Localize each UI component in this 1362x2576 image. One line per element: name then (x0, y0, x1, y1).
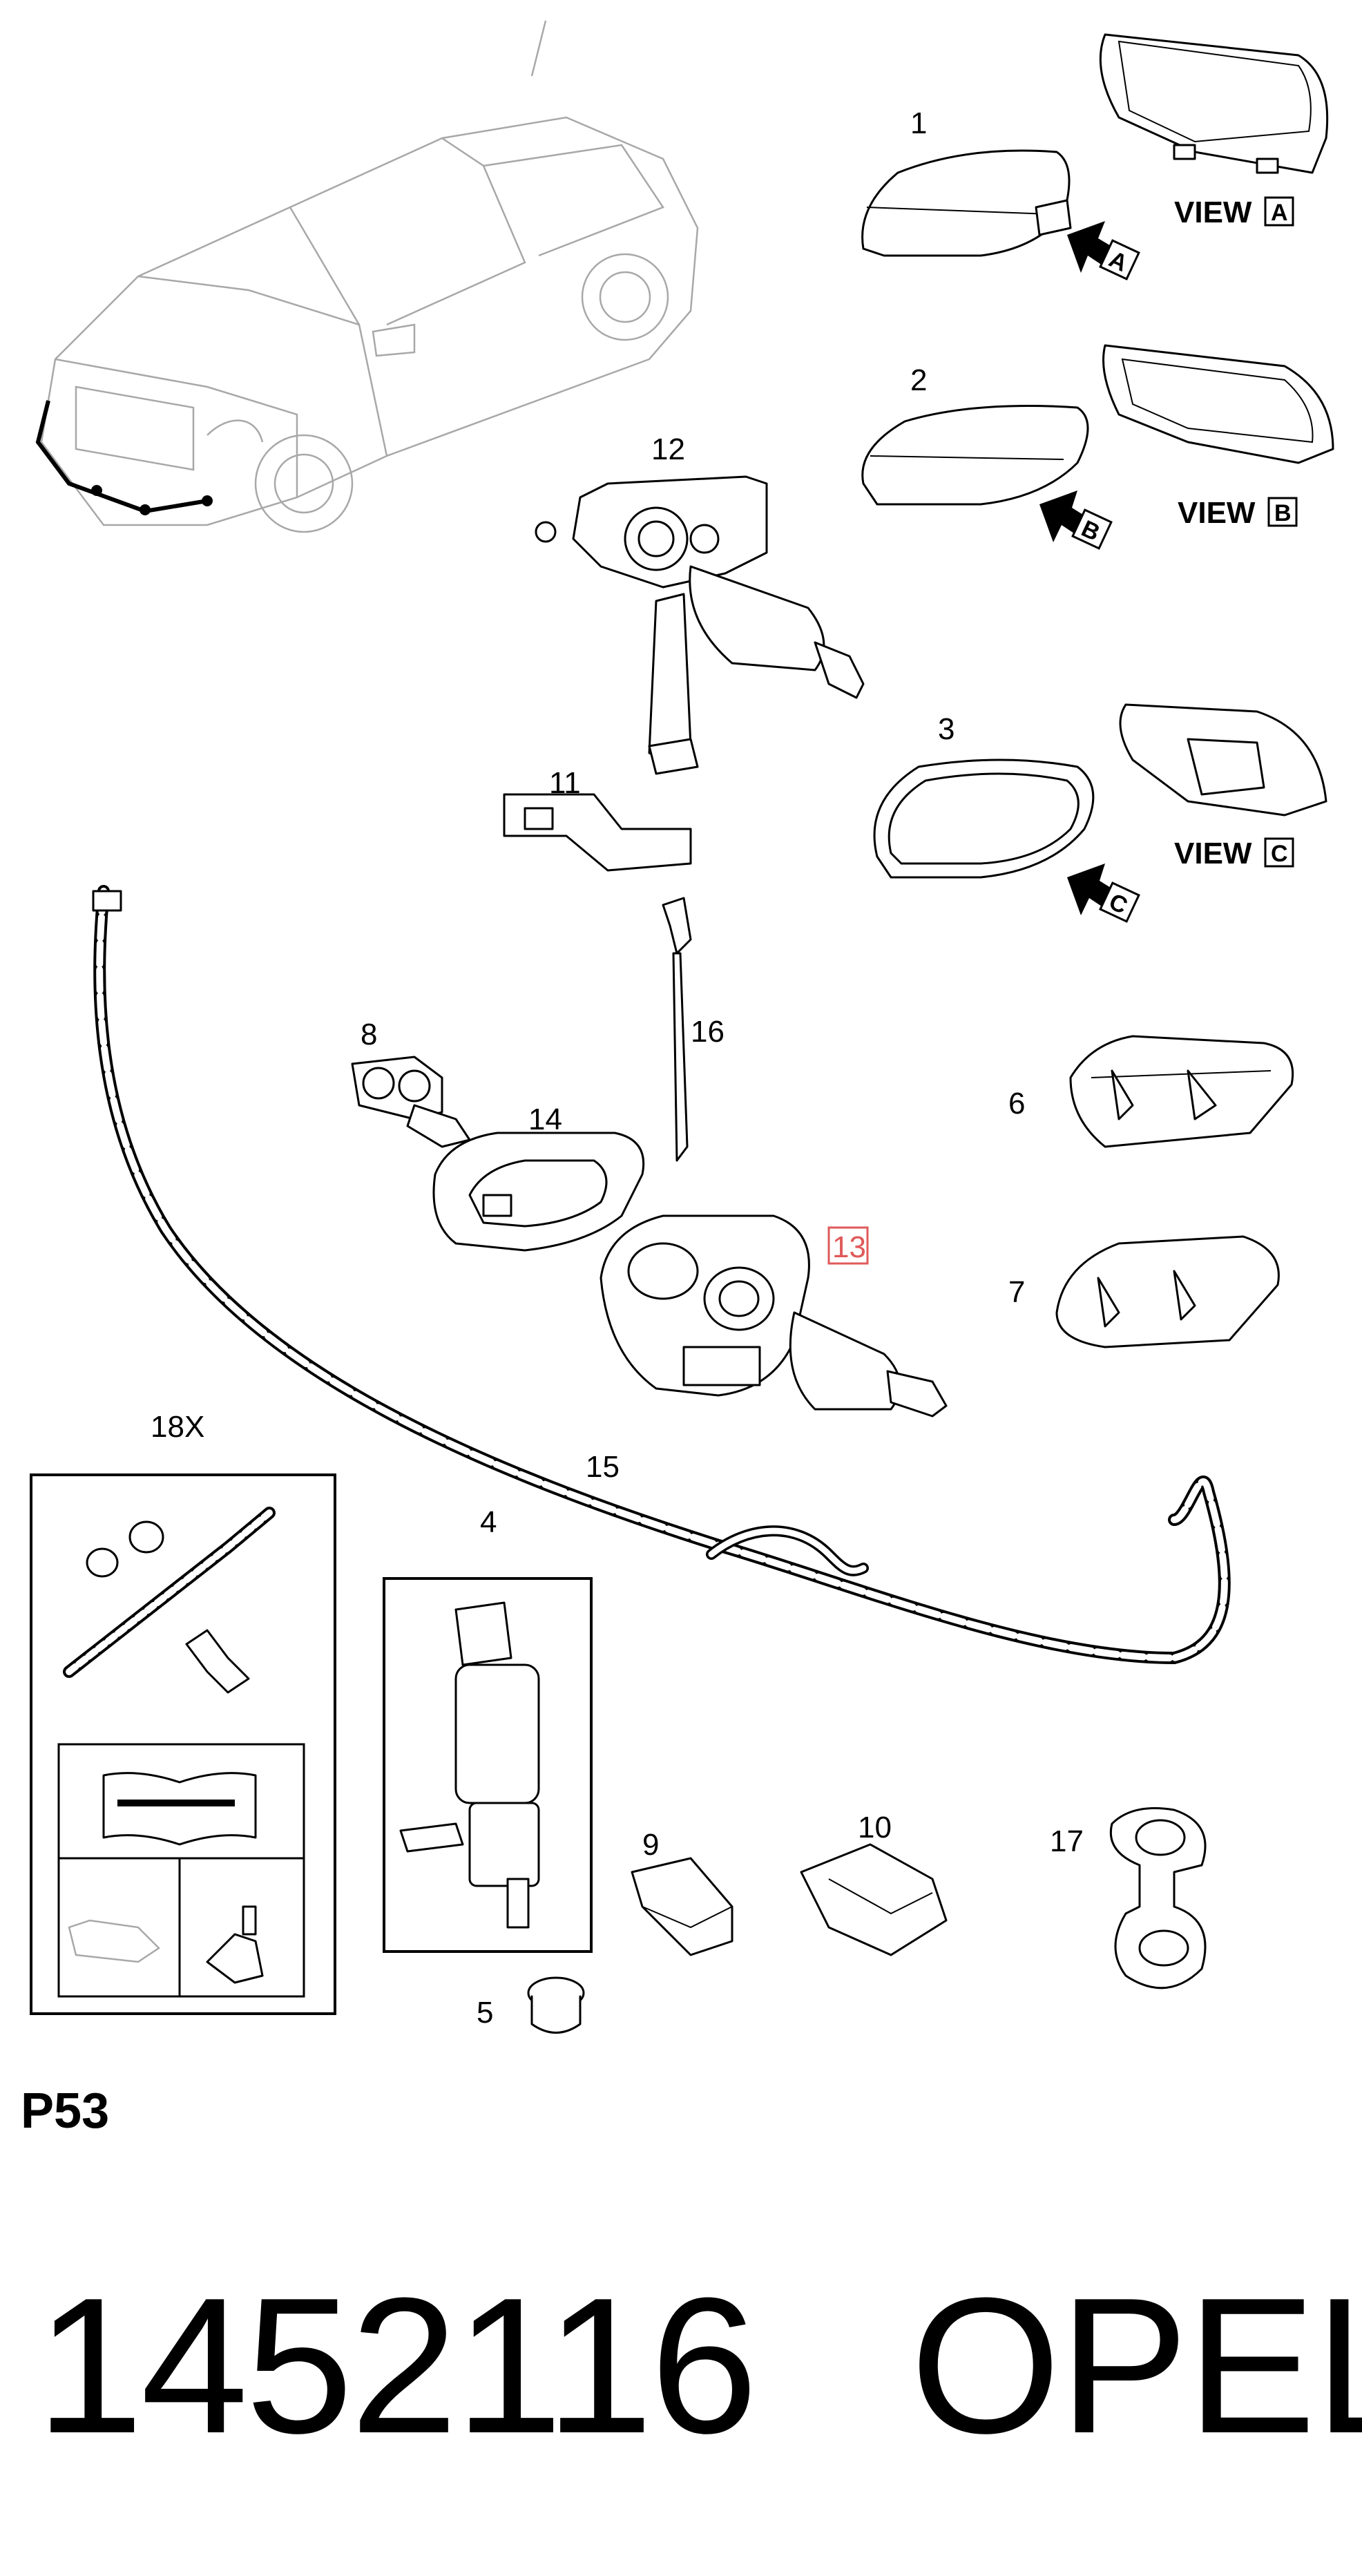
part-3-gasket (873, 759, 1095, 879)
view-label-c-word: VIEW (1174, 837, 1252, 870)
part-15-hose (92, 885, 1231, 1665)
arrow-b (1039, 490, 1113, 550)
part-6-cover (1069, 1035, 1294, 1148)
view-label-a-letter: A (1271, 200, 1288, 226)
part-label-13: 13 (832, 1230, 866, 1264)
part-16-strap (662, 897, 692, 1162)
view-b-bracket (1102, 344, 1334, 464)
part-label-16: 16 (691, 1015, 725, 1049)
part-label-6: 6 (1008, 1087, 1025, 1120)
view-label-b-letter: B (1274, 500, 1292, 526)
view-label-a-word: VIEW (1174, 195, 1252, 229)
part-14-frame (432, 1132, 645, 1252)
car-illustration (35, 20, 699, 533)
part-7-cover (1055, 1235, 1280, 1348)
part-label-1: 1 (910, 106, 927, 140)
part-label-5: 5 (477, 1996, 493, 2030)
part-label-11: 11 (549, 766, 581, 800)
part-label-14: 14 (528, 1103, 562, 1136)
view-a-bracket (1099, 33, 1329, 174)
part-labels: 1 2 3 4 5 6 7 8 9 10 11 12 13 14 15 16 1… (151, 106, 1084, 2030)
brand-name: OPEL (910, 2258, 1362, 2474)
part-label-4: 4 (480, 1505, 497, 1539)
part-label-7: 7 (1008, 1275, 1025, 1309)
part-10-clip (800, 1843, 948, 1956)
part-8-nozzle (351, 1056, 471, 1148)
part-label-12: 12 (651, 432, 685, 466)
part-17-clip (1109, 1807, 1207, 1990)
arrow-a (1067, 221, 1140, 280)
part-number: 1452116 (36, 2258, 758, 2474)
part-label-18x: 18X (151, 1410, 204, 1444)
part-9-clip (631, 1857, 733, 1956)
part-2-cover (861, 405, 1089, 506)
part-18x-kit-box (30, 1473, 336, 2015)
part-12-assembly (503, 475, 865, 872)
part-13-highlight-box (827, 1226, 869, 1265)
part-5-grommet (527, 1976, 585, 2034)
part-label-9: 9 (642, 1828, 659, 1862)
part-label-17: 17 (1050, 1824, 1084, 1858)
part-1-cover (861, 149, 1072, 257)
view-labels: VIEW A VIEW B VIEW C (1174, 195, 1298, 870)
part-label-3: 3 (938, 712, 955, 746)
arrow-c (1067, 864, 1140, 923)
part-label-2: 2 (910, 363, 927, 397)
view-label-b-word: VIEW (1178, 496, 1256, 530)
part-13-pump (600, 1214, 948, 1418)
part-label-15: 15 (586, 1450, 620, 1484)
part-4-motor-box (383, 1577, 593, 1953)
part-label-8: 8 (361, 1018, 377, 1051)
view-c-bracket (1119, 703, 1327, 817)
diagram-code-label: P53 (21, 2083, 110, 2139)
part-label-10: 10 (858, 1811, 892, 1844)
view-label-c-letter: C (1271, 841, 1288, 867)
